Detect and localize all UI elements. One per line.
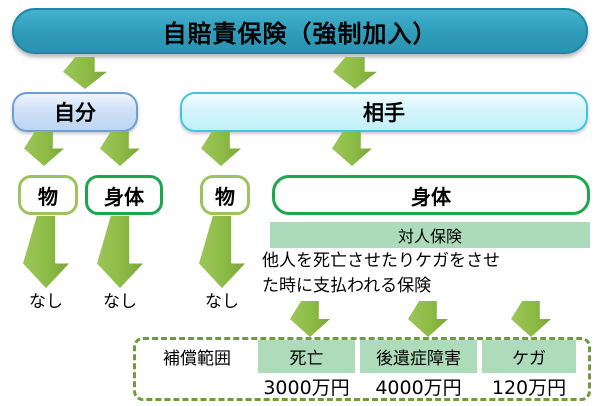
result-self-property-none: なし (29, 292, 63, 312)
coverage-header-death-label: 死亡 (289, 349, 324, 369)
description-line-2: た時に支払われる保険 (262, 276, 432, 296)
node-self: 自分 (12, 92, 138, 132)
coverage-amount-injury: 120万円 (491, 377, 567, 399)
result-other-property-none: なし (205, 292, 239, 312)
node-self-label: 自分 (54, 101, 96, 125)
down-arrow-icon (24, 131, 64, 166)
coverage-range-label: 補償範囲 (163, 349, 231, 369)
result-self-body-none: なし (103, 292, 137, 312)
down-arrow-icon (97, 216, 143, 288)
down-arrow-icon (511, 301, 551, 337)
node-other-body: 身体 (272, 175, 590, 215)
personal-liability-band: 対人保険 (270, 222, 590, 248)
down-arrow-icon (23, 216, 69, 288)
node-other-property-label: 物 (215, 184, 235, 209)
personal-liability-band-label: 対人保険 (397, 227, 462, 246)
coverage-header-disability: 後遺症障害 (360, 340, 477, 373)
down-arrow-icon (332, 131, 372, 166)
down-arrow-icon (199, 216, 245, 288)
coverage-header-death: 死亡 (258, 340, 355, 373)
coverage-header-injury: ケガ (482, 340, 576, 373)
coverage-amount-disability: 4000万円 (375, 377, 462, 399)
description-line-1: 他人を死亡させたりケガをさせ (262, 251, 500, 271)
coverage-header-disability-label: 後遺症障害 (376, 349, 461, 369)
node-other-party: 相手 (180, 92, 588, 132)
node-other-body-label: 身体 (411, 184, 451, 209)
down-arrow-icon (408, 301, 448, 337)
coverage-amount-death: 3000万円 (263, 377, 350, 399)
personal-liability-description: 他人を死亡させたりケガをさせ た時に支払われる保険 (262, 249, 594, 299)
down-arrow-icon (333, 57, 377, 89)
root-node-label: 自賠責保険（強制加入） (162, 19, 438, 48)
node-self-property: 物 (18, 175, 78, 215)
node-other-party-label: 相手 (363, 101, 405, 125)
down-arrow-icon (201, 131, 241, 166)
down-arrow-icon (290, 301, 330, 337)
node-self-property-label: 物 (38, 184, 58, 209)
node-self-body: 身体 (85, 175, 163, 215)
root-node-compulsory-insurance: 自賠責保険（強制加入） (12, 8, 588, 54)
coverage-header-injury-label: ケガ (512, 349, 546, 369)
node-other-property: 物 (200, 175, 250, 215)
node-self-body-label: 身体 (104, 184, 144, 209)
down-arrow-icon (63, 57, 107, 89)
down-arrow-icon (100, 131, 140, 166)
